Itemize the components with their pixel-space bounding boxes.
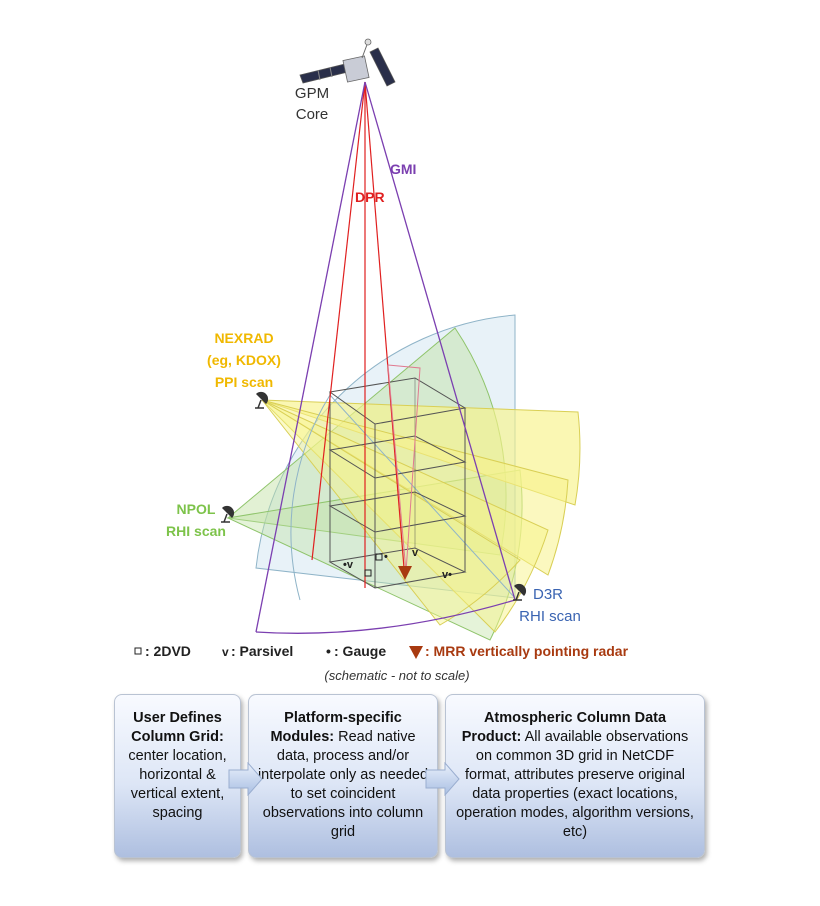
step-box-column-grid: User Defines Column Grid: center locatio… [114, 694, 241, 858]
step-1-body: center location, horizontal & vertical e… [128, 748, 227, 821]
nexrad-label-line2: (eg, KDOX) [207, 352, 281, 368]
d3r-arc [290, 394, 516, 601]
satellite-label-line1: GPM [295, 85, 329, 102]
legend: : 2DVD v : Parsivel • : Gauge : MRR vert… [134, 643, 629, 659]
legend-twodvd: : 2DVD [145, 643, 191, 659]
flow-arrow-icon-1 [228, 762, 263, 796]
field-campaign-diagram: •v v v• • GPM Core GMI DPR NEXRAD (eg, K… [134, 38, 629, 683]
step-box-platform-modules: Platform-specific Modules: Read native d… [248, 694, 438, 858]
d3r-dish-icon [513, 583, 527, 601]
satellite-icon [299, 38, 396, 87]
twodvd-marker [364, 569, 372, 577]
npol-label-line2: RHI scan [166, 523, 226, 539]
ground-instruments: •v v v• • [343, 547, 452, 581]
gauge-marker: • [384, 551, 388, 563]
twodvd-marker [375, 553, 383, 561]
step-1-title: User Defines Column Grid: [131, 710, 224, 745]
d3r-label-line1: D3R [533, 586, 563, 603]
step-box-data-product: Atmospheric Column Data Product: All ava… [445, 694, 705, 858]
step-3-body: All available observations on common 3D … [456, 729, 694, 840]
twodvd-legend-icon [134, 647, 142, 655]
legend-mrr: : MRR vertically pointing radar [425, 643, 629, 659]
mrr-marker [398, 566, 412, 580]
npol-dish-icon [221, 505, 235, 523]
parsivel-marker: v• [442, 569, 452, 581]
parsivel-legend-icon: v [222, 645, 229, 659]
d3r-label-line2: RHI scan [519, 608, 581, 625]
dpr-swath [311, 81, 405, 588]
step-2-title: Platform-specific Modules: [270, 710, 402, 745]
step-2-body: Read native data, process and/or interpo… [257, 729, 429, 840]
satellite-label-line2: Core [296, 106, 329, 123]
flow-arrow-icon-2 [425, 762, 460, 796]
dpr-label: DPR [355, 189, 385, 205]
nexrad-label-line3: PPI scan [215, 374, 273, 390]
legend-gauge: : Gauge [334, 643, 386, 659]
npol-label-line1: NPOL [177, 501, 216, 517]
step-3-title: Atmospheric Column Data Product: [461, 710, 667, 745]
parsivel-marker: •v [343, 559, 354, 571]
nexrad-label-line1: NEXRAD [214, 330, 273, 346]
nexrad-scan-wedge-3 [261, 399, 549, 633]
gauge-legend-icon: • [326, 643, 331, 659]
legend-parsivel: : Parsivel [231, 643, 293, 659]
nexrad-scan-wedge-4 [261, 399, 521, 626]
mrr-legend-icon [409, 646, 423, 659]
nexrad-dish-icon [255, 391, 269, 409]
schematic-note: (schematic - not to scale) [324, 668, 469, 683]
gmi-swath [255, 81, 516, 634]
gmi-label: GMI [390, 161, 416, 177]
parsivel-marker: v [412, 547, 419, 559]
mrr-beam [387, 364, 421, 573]
